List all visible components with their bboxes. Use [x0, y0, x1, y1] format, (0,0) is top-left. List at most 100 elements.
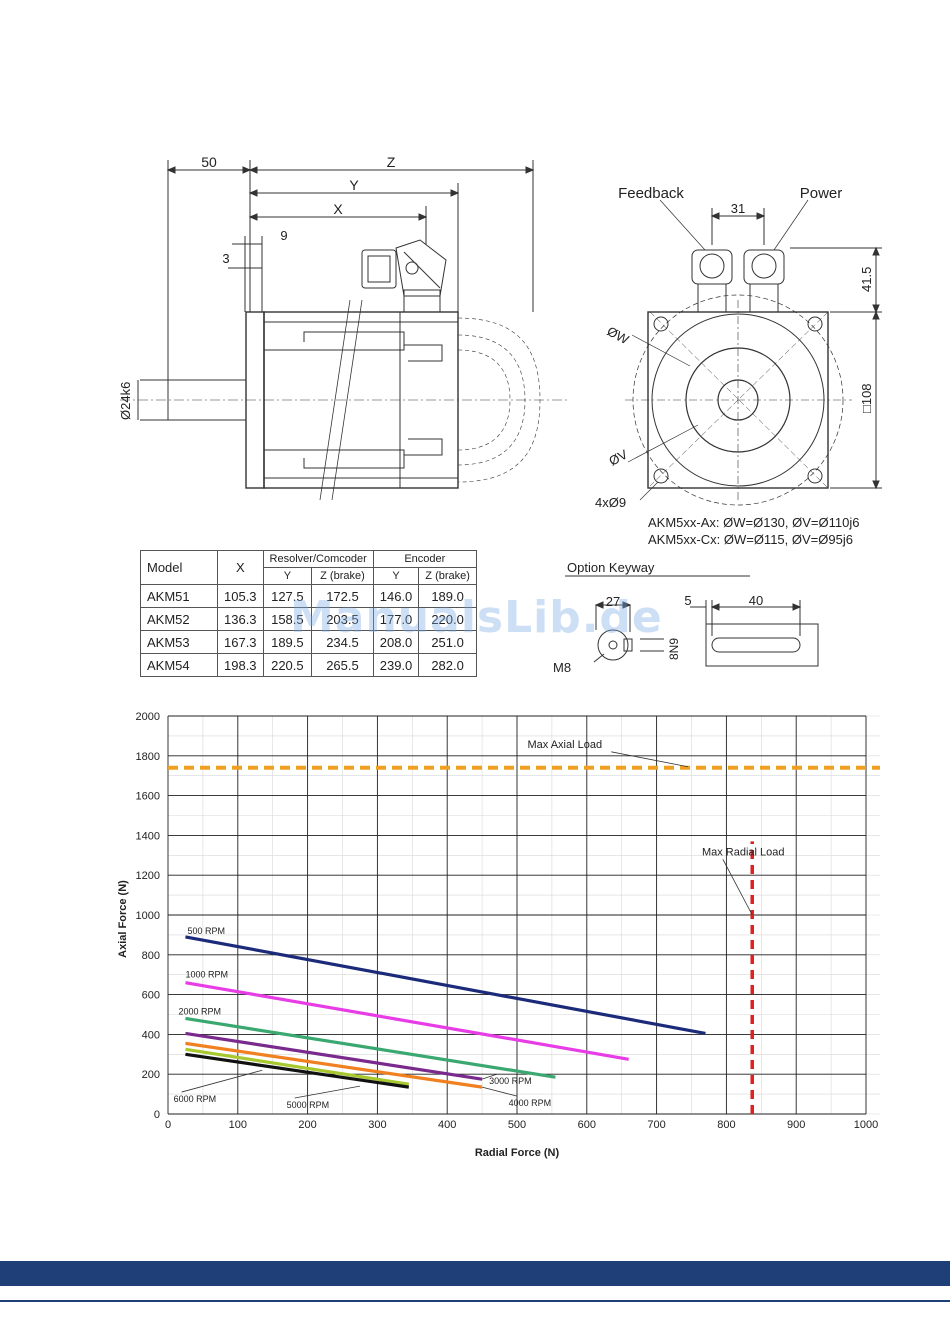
chart-x-axis-label: Radial Force (N)	[475, 1147, 560, 1159]
motor-dimension-drawing: 50 Z Y X 9 3 Ø24k6	[118, 154, 882, 675]
keyway-title: Option Keyway	[567, 560, 655, 575]
max-axial-load-label: Max Axial Load	[527, 739, 602, 751]
max-axial-load-leader	[611, 751, 689, 768]
series-line	[185, 1052, 410, 1089]
col-resolver-y: Y	[262, 567, 313, 585]
x-tick-label: 900	[787, 1119, 805, 1131]
col-encoder-z: Z (brake)	[418, 567, 477, 585]
series-label-leader	[294, 1085, 361, 1099]
series-line	[185, 1031, 483, 1081]
series-line	[185, 1047, 410, 1086]
y-tick-label: 1800	[136, 751, 160, 763]
keyway-40-label: 40	[749, 593, 763, 608]
series-line	[185, 935, 706, 1035]
max-radial-load-leader	[722, 859, 753, 916]
y-tick-label: 1200	[136, 870, 160, 882]
footer-line	[0, 1300, 950, 1302]
max-radial-load-label: Max Radial Load	[702, 846, 785, 858]
cell-encoder-z: 220.0	[418, 607, 477, 631]
series-label-leader	[482, 1086, 517, 1097]
y-tick-label: 800	[142, 950, 160, 962]
cell-x: 198.3	[217, 653, 264, 677]
dim-108-label: □108	[859, 383, 874, 413]
series-label: 6000 RPM	[174, 1094, 217, 1104]
series-label: 4000 RPM	[509, 1098, 552, 1108]
col-x: X	[217, 550, 264, 585]
y-tick-label: 0	[154, 1109, 160, 1121]
y-tick-label: 2000	[136, 711, 160, 723]
cell-resolver-z: 234.5	[311, 630, 374, 654]
cell-resolver-z: 203.5	[311, 607, 374, 631]
cell-encoder-z: 251.0	[418, 630, 477, 654]
dim-w-label: ØW	[605, 323, 632, 347]
keyway-27-label: 27	[606, 594, 620, 609]
col-encoder-y: Y	[372, 567, 420, 585]
variant-ax-note: AKM5xx-Ax: ØW=Ø130, ØV=Ø110j6	[648, 515, 859, 530]
cell-model: AKM51	[140, 584, 218, 608]
dimension-table: Model X Resolver/Comcoder Encoder Y Z (b…	[140, 550, 477, 677]
keyway-5-label: 5	[684, 593, 691, 608]
dim-shaft-label: Ø24k6	[118, 382, 133, 420]
keyway-m8-label: M8	[553, 660, 571, 675]
cell-model: AKM52	[140, 607, 218, 631]
x-tick-label: 100	[229, 1119, 247, 1131]
x-tick-label: 500	[508, 1119, 526, 1131]
dim-z-label: Z	[387, 154, 396, 170]
series-line	[185, 1016, 556, 1079]
y-tick-label: 200	[142, 1069, 160, 1081]
dim-3-label: 3	[222, 251, 229, 266]
col-resolver-z: Z (brake)	[311, 567, 374, 585]
dim-50-label: 50	[201, 154, 217, 170]
series-line	[185, 1041, 483, 1089]
col-encoder: Encoder	[372, 550, 477, 568]
x-tick-label: 700	[647, 1119, 665, 1131]
table-row: AKM51 105.3 127.5 172.5 146.0 189.0	[140, 584, 477, 608]
x-tick-label: 200	[298, 1119, 316, 1131]
series-label-leader	[181, 1069, 263, 1093]
cell-encoder-z: 282.0	[418, 653, 477, 677]
y-tick-label: 1600	[136, 791, 160, 803]
cell-resolver-y: 220.5	[262, 653, 313, 677]
feedback-label: Feedback	[618, 185, 684, 202]
dim-9-label: 9	[280, 228, 287, 243]
x-tick-label: 1000	[854, 1119, 878, 1131]
x-tick-label: 800	[717, 1119, 735, 1131]
dim-x-label: X	[333, 201, 343, 217]
dim-31-label: 31	[731, 201, 745, 216]
cell-x: 167.3	[217, 630, 264, 654]
cell-model: AKM54	[140, 653, 218, 677]
series-line	[185, 981, 629, 1061]
col-model: Model	[140, 550, 218, 585]
cell-resolver-y: 127.5	[262, 584, 313, 608]
cell-resolver-y: 189.5	[262, 630, 313, 654]
series-label: 3000 RPM	[489, 1076, 532, 1086]
chart-grid	[167, 715, 880, 1115]
chart-y-axis-label: Axial Force (N)	[117, 880, 129, 958]
series-label: 1000 RPM	[185, 970, 228, 980]
cell-x: 136.3	[217, 607, 264, 631]
series-label: 2000 RPM	[178, 1007, 221, 1017]
y-tick-label: 1400	[136, 830, 160, 842]
cell-model: AKM53	[140, 630, 218, 654]
series-label: 500 RPM	[188, 926, 226, 936]
cell-x: 105.3	[217, 584, 264, 608]
variant-cx-note: AKM5xx-Cx: ØW=Ø115, ØV=Ø95j6	[648, 532, 853, 547]
table-row: AKM53 167.3 189.5 234.5 208.0 251.0	[140, 630, 477, 654]
x-tick-label: 400	[438, 1119, 456, 1131]
y-tick-label: 600	[142, 990, 160, 1002]
col-resolver: Resolver/Comcoder	[262, 550, 374, 568]
power-label: Power	[800, 185, 843, 202]
y-tick-label: 1000	[136, 910, 160, 922]
y-tick-label: 400	[142, 1029, 160, 1041]
x-tick-label: 0	[165, 1119, 171, 1131]
x-tick-label: 600	[578, 1119, 596, 1131]
cell-encoder-z: 189.0	[418, 584, 477, 608]
series-label-leader	[481, 1073, 498, 1080]
holes-label: 4xØ9	[595, 495, 626, 510]
cell-encoder-y: 239.0	[372, 653, 420, 677]
keyway-8n9-label: 8N9	[667, 638, 681, 660]
